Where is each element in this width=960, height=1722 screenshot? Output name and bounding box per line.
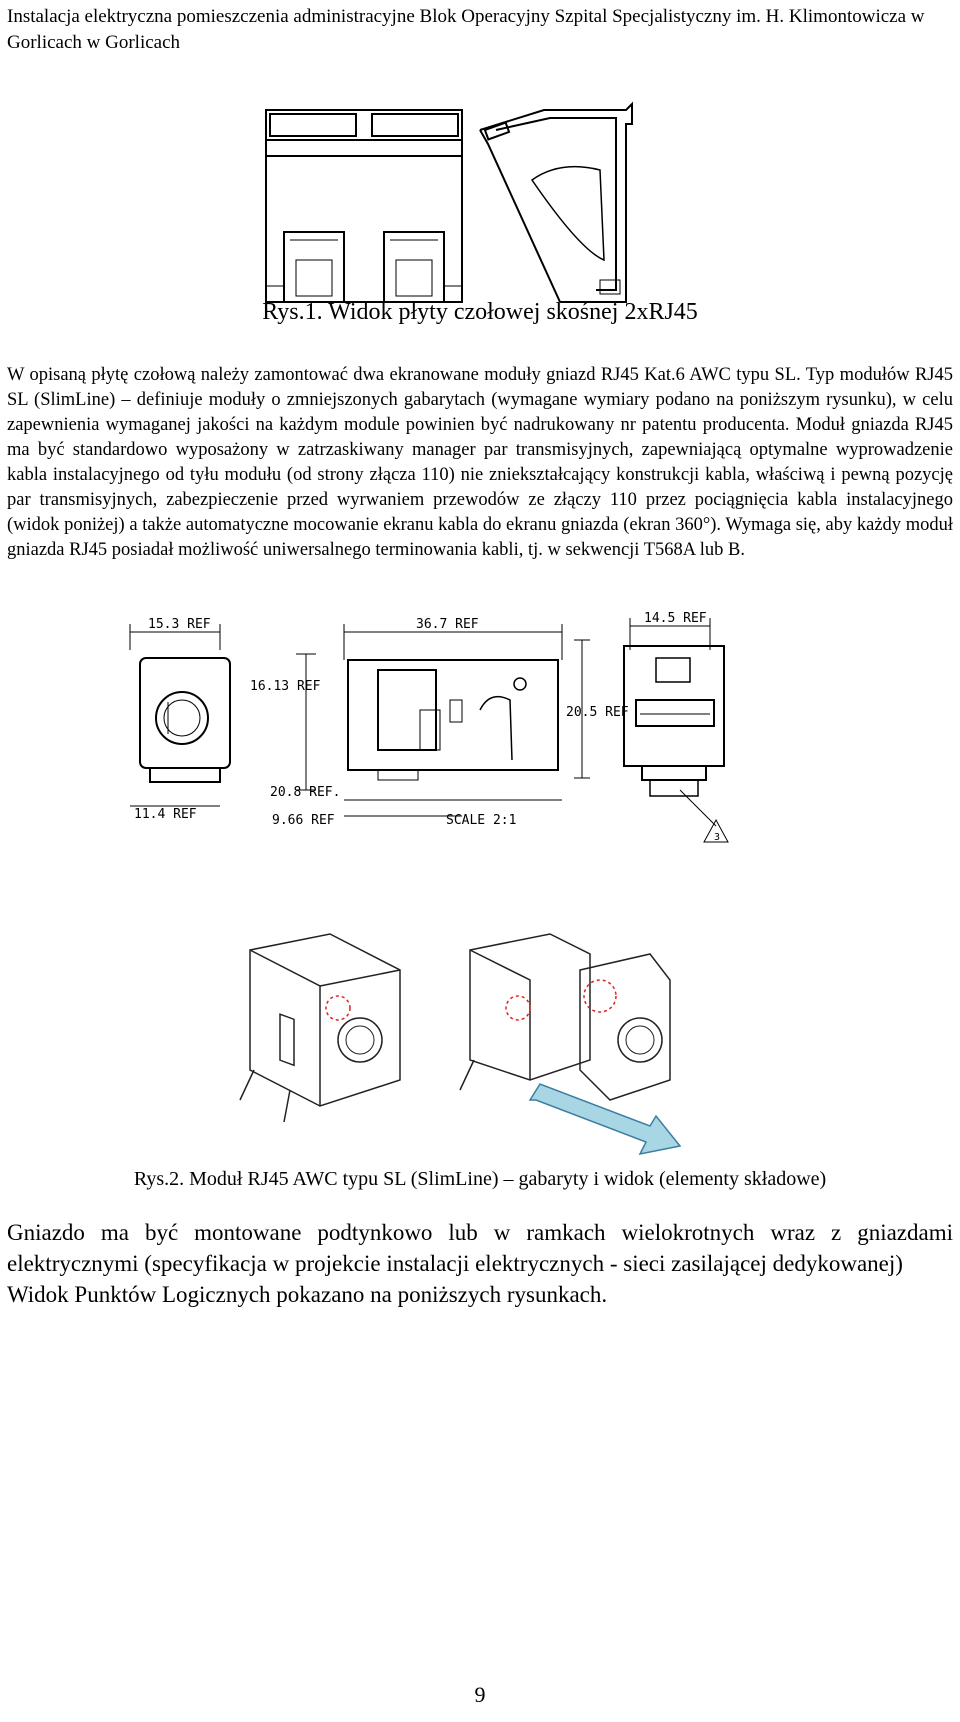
dim-16-13: 16.13 REF [250, 679, 321, 694]
module-isometric-views [239, 933, 682, 1156]
module-dimension-drawing: 15.3 REF 36.7 REF 14.5 REF 16.13 REF 20.… [129, 611, 729, 843]
module-front-view [139, 657, 231, 783]
figure2-caption: Rys.2. Moduł RJ45 AWC typu SL (SlimLine)… [133, 1168, 827, 1190]
dim-14-5: 14.5 REF [644, 611, 707, 626]
dim-15-3: 15.3 REF [148, 617, 211, 632]
body-paragraph-modules: W opisaną płytę czołową należy zamontowa… [7, 365, 953, 560]
module-rear-view [623, 645, 725, 797]
dim-36-7: 36.7 REF [416, 617, 479, 632]
scale-label: SCALE 2:1 [446, 813, 516, 828]
dim-20-5: 20.5 REF [566, 705, 629, 720]
faceplate-side-view [479, 101, 633, 303]
faceplate-front-view [265, 109, 463, 303]
module-side-view [347, 659, 559, 781]
page-number: 9 [474, 1682, 486, 1707]
body-paragraph-logical-points: Widok Punktów Logicznych pokazano na pon… [7, 1282, 608, 1307]
note-number: 3 [714, 832, 720, 843]
figure1-caption: Rys.1. Widok płyty czołowej skośnej 2xRJ… [262, 299, 698, 325]
dim-11-4: 11.4 REF [134, 807, 197, 822]
running-header: Instalacja elektryczna pomieszczenia adm… [7, 6, 925, 53]
body-paragraph-mounting: Gniazdo ma być montowane podtynkowo lub … [7, 1217, 953, 1310]
faceplate-drawing [265, 101, 633, 303]
module-isometric-right [459, 933, 671, 1101]
dim-20-8: 20.8 REF. [270, 785, 340, 800]
assembly-arrow-icon [528, 1083, 682, 1156]
note-triangle-icon [703, 818, 729, 843]
module-isometric-left [239, 933, 401, 1123]
dim-9-66: 9.66 REF [272, 813, 335, 828]
